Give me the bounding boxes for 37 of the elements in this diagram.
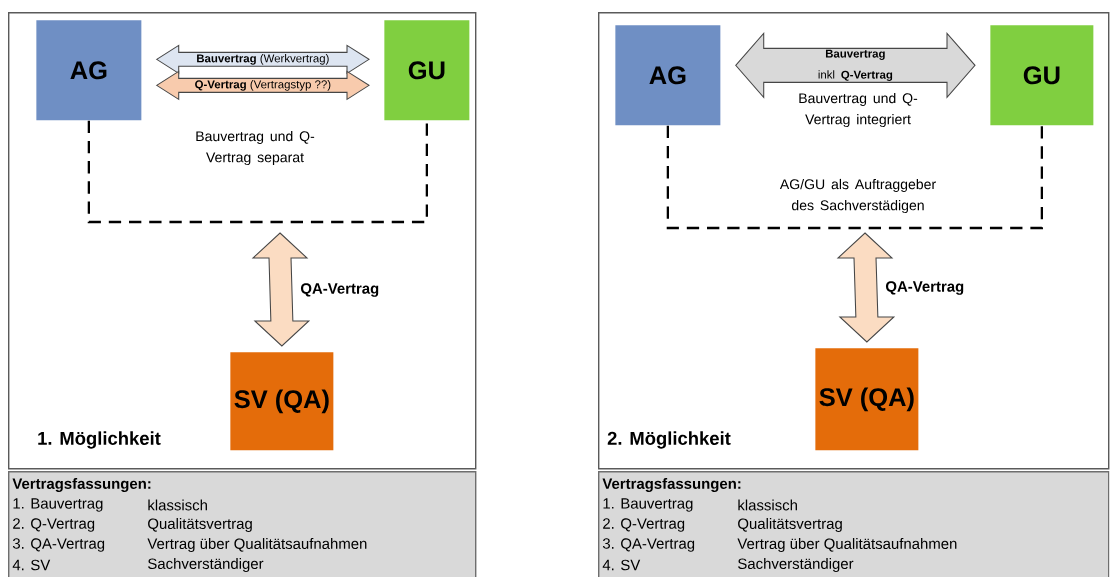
panel-caption: 1. Möglichkeit — [38, 431, 161, 449]
table-text: 1. Bauvertrag — [13, 498, 103, 512]
table-text: Qualitätsvertrag — [738, 518, 842, 532]
table-text: Vertrag über Qualitätsaufnahmen — [147, 538, 367, 552]
table-heading: Vertragsfassungen: — [12, 478, 151, 492]
arrow-label: Bauvertrag inkl Q-Vertrag — [818, 49, 893, 82]
party-box: GU — [384, 20, 470, 121]
table-text: klassisch — [738, 499, 797, 511]
arrow-label: Bauvertrag (Werkvertrag) — [197, 54, 329, 65]
note-text: Bauvertrag und Q-Vertrag separat — [196, 130, 315, 166]
table-heading: Vertragsfassungen: — [602, 478, 741, 492]
table-text: klassisch — [148, 499, 207, 511]
table-text: 4. SV — [602, 559, 641, 571]
party-box: AG — [36, 20, 142, 121]
table-text: Sachverständiger — [738, 558, 854, 572]
note-text: AG/GU als Auftraggeber des Sachverstädigen — [779, 178, 936, 214]
table-text: 3. QA-Vertrag — [602, 538, 695, 552]
double-arrow — [735, 31, 976, 99]
arrow-label: Q-Vertrag (Vertragstyp ??) — [195, 80, 331, 91]
party-box: SV (QA) — [815, 348, 919, 451]
dashed-connector — [87, 120, 428, 224]
party-box: GU — [990, 25, 1094, 126]
party-box: AG — [615, 25, 721, 126]
table-text: Qualitätsvertrag — [148, 518, 252, 532]
dashed-connector — [666, 125, 1043, 230]
table-text: 2. Q-Vertrag — [13, 518, 95, 532]
arrow-label: QA-Vertrag — [885, 281, 964, 295]
table-text: 2. Q-Vertrag — [603, 518, 685, 532]
panel-caption: 2. Möglichkeit — [607, 431, 731, 449]
party-box: SV (QA) — [230, 352, 334, 451]
note-text: Bauvertrag und Q-Vertrag integriert — [799, 92, 918, 128]
table-text: 3. QA-Vertrag — [12, 538, 105, 552]
table-text: 1. Bauvertrag — [603, 498, 693, 512]
table-text: 4. SV — [12, 559, 51, 571]
arrow-label: QA-Vertrag — [300, 283, 379, 297]
table-text: Vertrag über Qualitätsaufnahmen — [737, 538, 957, 552]
table-text: Sachverständiger — [148, 558, 264, 572]
